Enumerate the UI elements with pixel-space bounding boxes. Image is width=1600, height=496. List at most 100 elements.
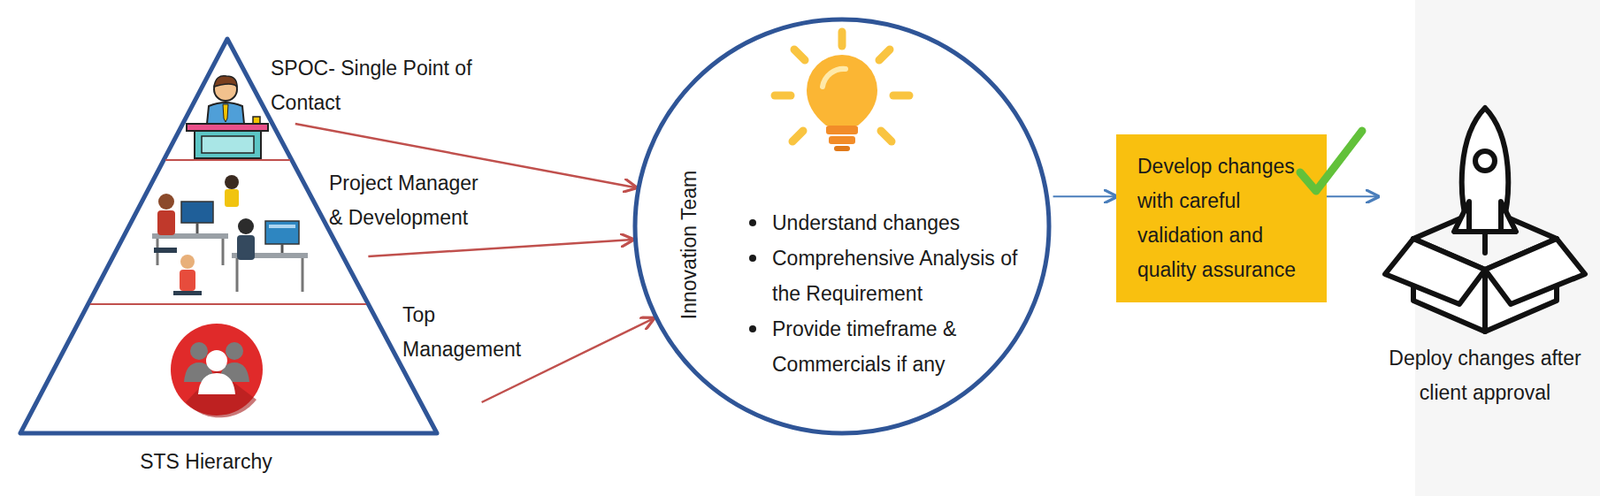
bullet-dot: [749, 254, 757, 262]
hierarchy-title: STS Hierarchy: [117, 444, 295, 480]
box-right-flap: [1485, 238, 1585, 305]
spoc-icon: [186, 76, 268, 159]
band-divider: [90, 303, 367, 306]
person-body: [206, 102, 245, 124]
bullet-row: Provide timeframe & Commercials if any: [747, 311, 1040, 383]
person-body: [237, 235, 255, 261]
bullet-dot: [749, 219, 757, 227]
person-head: [190, 342, 208, 360]
person-tie: [222, 104, 229, 123]
person-head: [225, 342, 244, 360]
bulb-base: [826, 125, 858, 135]
ray: [893, 91, 910, 100]
bulb-rays: [774, 31, 910, 142]
rocket-window: [1475, 151, 1495, 171]
person-body: [183, 362, 215, 383]
bulb-glass: [806, 54, 878, 126]
bulb-highlight: [822, 68, 846, 87]
ray: [880, 130, 892, 142]
person-body: [157, 210, 176, 236]
hierarchy-level: Top Management: [402, 298, 544, 403]
desk-top: [186, 123, 268, 131]
person-body: [219, 362, 250, 383]
rocket-fin: [1500, 201, 1516, 232]
chair: [153, 247, 177, 253]
bullet-list: Understand changesComprehensive Analysis…: [747, 205, 1040, 383]
flow-arrow: [1326, 195, 1378, 198]
desk-cup: [252, 116, 261, 124]
person-head: [237, 218, 254, 235]
desk: [152, 233, 229, 239]
flow-arrow: [367, 239, 633, 257]
office-icon: [152, 175, 308, 296]
deploy-text: Deploy changes after client approval: [1377, 341, 1593, 411]
bullet-dot: [749, 325, 757, 333]
box-right-face: [1485, 238, 1557, 332]
flow-arrow: [1053, 195, 1117, 198]
bullet-text: Understand changes: [772, 205, 1040, 241]
hierarchy-pyramid: STS HierarchySPOC- Single Point of Conta…: [0, 0, 460, 483]
red-disc: [170, 323, 263, 416]
desk-leg: [222, 238, 225, 266]
caption-holder: STS Hierarchy: [117, 444, 295, 480]
ray: [879, 49, 890, 61]
band-divider: [165, 159, 291, 161]
level-label: SPOC- Single Point of Contact: [270, 51, 476, 121]
monitor: [265, 221, 299, 245]
desk-leg: [301, 258, 305, 292]
management-icon: [170, 323, 263, 418]
bullet-row: Comprehensive Analysis of the Requiremen…: [747, 240, 1040, 312]
hierarchy-level: Project Manager & Development: [329, 166, 493, 257]
person-hair: [214, 76, 238, 87]
person-body: [224, 189, 239, 207]
bulb-tip: [834, 145, 850, 152]
desk-leg: [236, 258, 239, 292]
desk-leg: [156, 238, 160, 266]
bulb-base: [828, 136, 856, 145]
monitor-stand: [196, 222, 200, 234]
desk-panel: [201, 136, 254, 154]
team-title: Innovation Team: [672, 170, 707, 320]
rocket-fin: [1454, 201, 1470, 232]
person-body: [198, 373, 236, 395]
desk: [231, 252, 308, 259]
level-label: Project Manager & Development: [329, 166, 493, 236]
bullet-row: Understand changes: [747, 205, 1040, 241]
monitor: [181, 201, 214, 223]
pyramid-outline: [20, 38, 437, 434]
disc-shadow: [185, 369, 257, 418]
level-label: Top Management: [402, 298, 544, 368]
ray: [774, 91, 791, 100]
ray: [838, 31, 847, 46]
lightbulb-icon: [774, 31, 910, 152]
rocket-body: [1462, 107, 1509, 232]
ray: [792, 130, 804, 142]
person-head: [180, 254, 195, 269]
check-mark: [1300, 130, 1363, 192]
process-box: Develop changes with careful validation …: [1116, 134, 1327, 303]
ray: [794, 49, 805, 61]
team-circle: Innovation Team Understand changesCompreh…: [632, 16, 1052, 437]
process-text: Develop changes with careful validation …: [1137, 149, 1315, 288]
side-panel: [1415, 0, 1600, 496]
person-head: [224, 175, 239, 190]
person-head: [206, 350, 228, 372]
chair: [173, 290, 202, 296]
person-head: [214, 77, 238, 101]
person-body: [179, 269, 196, 291]
circle-outline: [635, 19, 1049, 434]
person-head: [158, 193, 175, 210]
monitor-stand: [281, 244, 284, 253]
deploy-node: Deploy changes after client approval: [1377, 97, 1593, 411]
box-left-face: [1413, 238, 1486, 332]
rocket-box-icon: [1385, 107, 1585, 332]
bullet-text: Provide timeframe & Commercials if any: [772, 311, 1040, 383]
monitor-line: [268, 224, 296, 229]
rocket-flame: [1482, 231, 1488, 253]
box-left-flap: [1385, 238, 1486, 305]
box-back-edge: [1413, 207, 1557, 239]
desk-body: [194, 130, 261, 159]
bullet-text: Comprehensive Analysis of the Requiremen…: [772, 240, 1040, 312]
hierarchy-level: SPOC- Single Point of Contact: [270, 51, 476, 124]
